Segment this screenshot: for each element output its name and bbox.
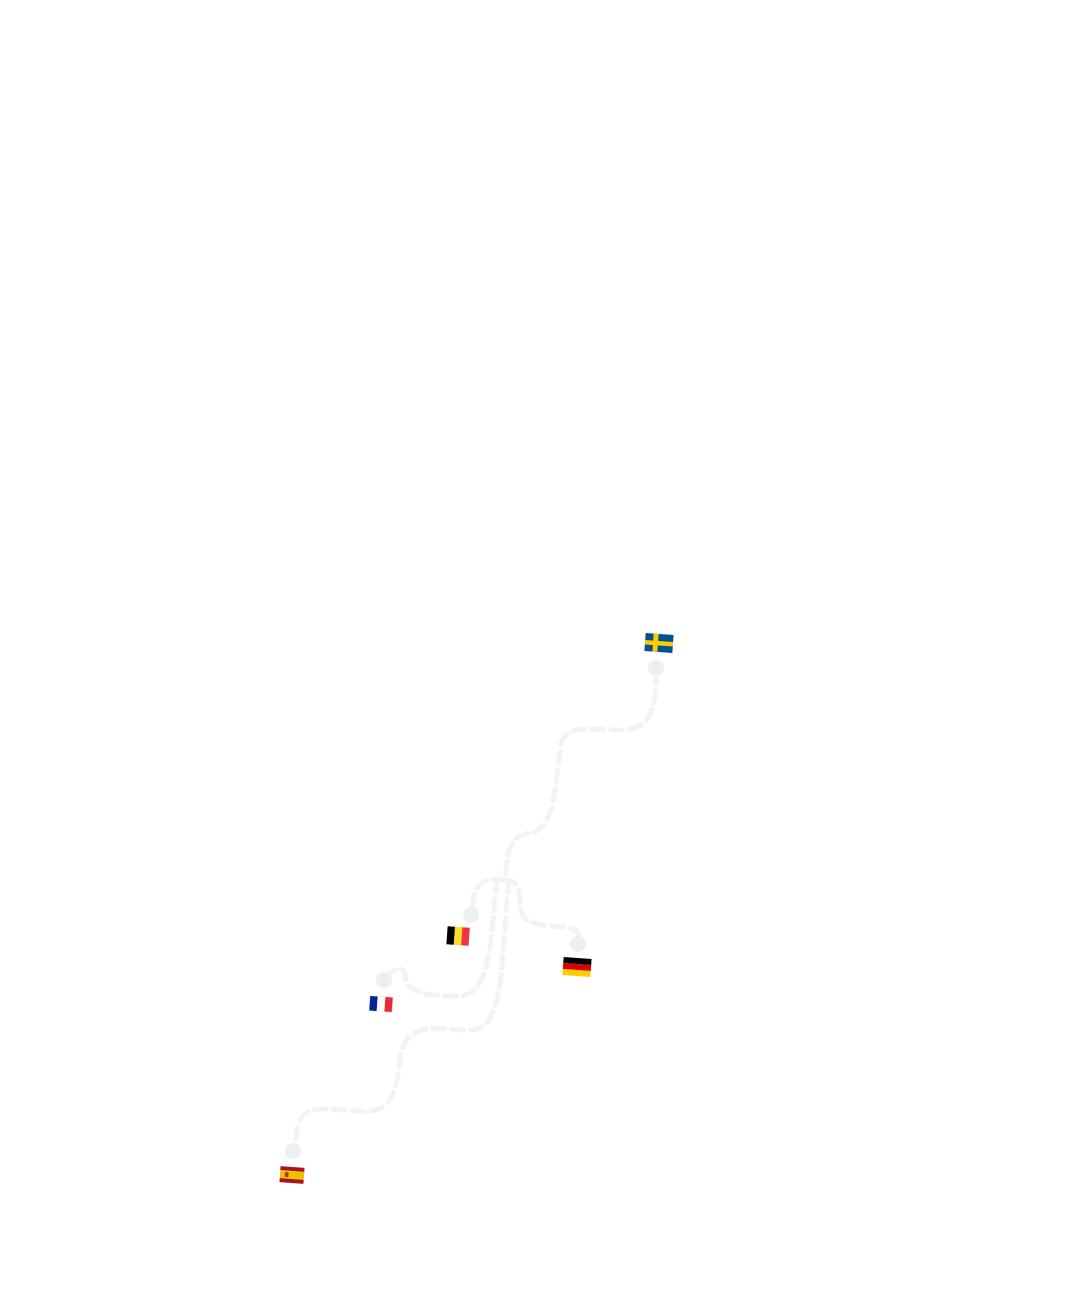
route-junction-to-france — [382, 877, 500, 999]
germany-flag-icon[interactable] — [562, 957, 592, 977]
route-junction-to-spain — [290, 877, 512, 1153]
germany-pin-icon — [570, 936, 586, 952]
spain-pin-icon — [285, 1143, 301, 1159]
belgium-flag-icon[interactable] — [446, 926, 470, 946]
sweden-flag-icon[interactable] — [644, 633, 674, 653]
france-pin-icon — [376, 972, 392, 988]
spain-flag-icon[interactable] — [279, 1166, 305, 1184]
belgium-pin-icon — [463, 907, 479, 923]
sweden-pin-icon — [648, 660, 664, 676]
route-sweden-to-junction — [502, 669, 659, 883]
france-flag-icon[interactable] — [368, 995, 394, 1013]
route-paths — [290, 669, 659, 1153]
location-pins — [285, 660, 664, 1159]
route-junction-to-germany — [502, 877, 583, 947]
